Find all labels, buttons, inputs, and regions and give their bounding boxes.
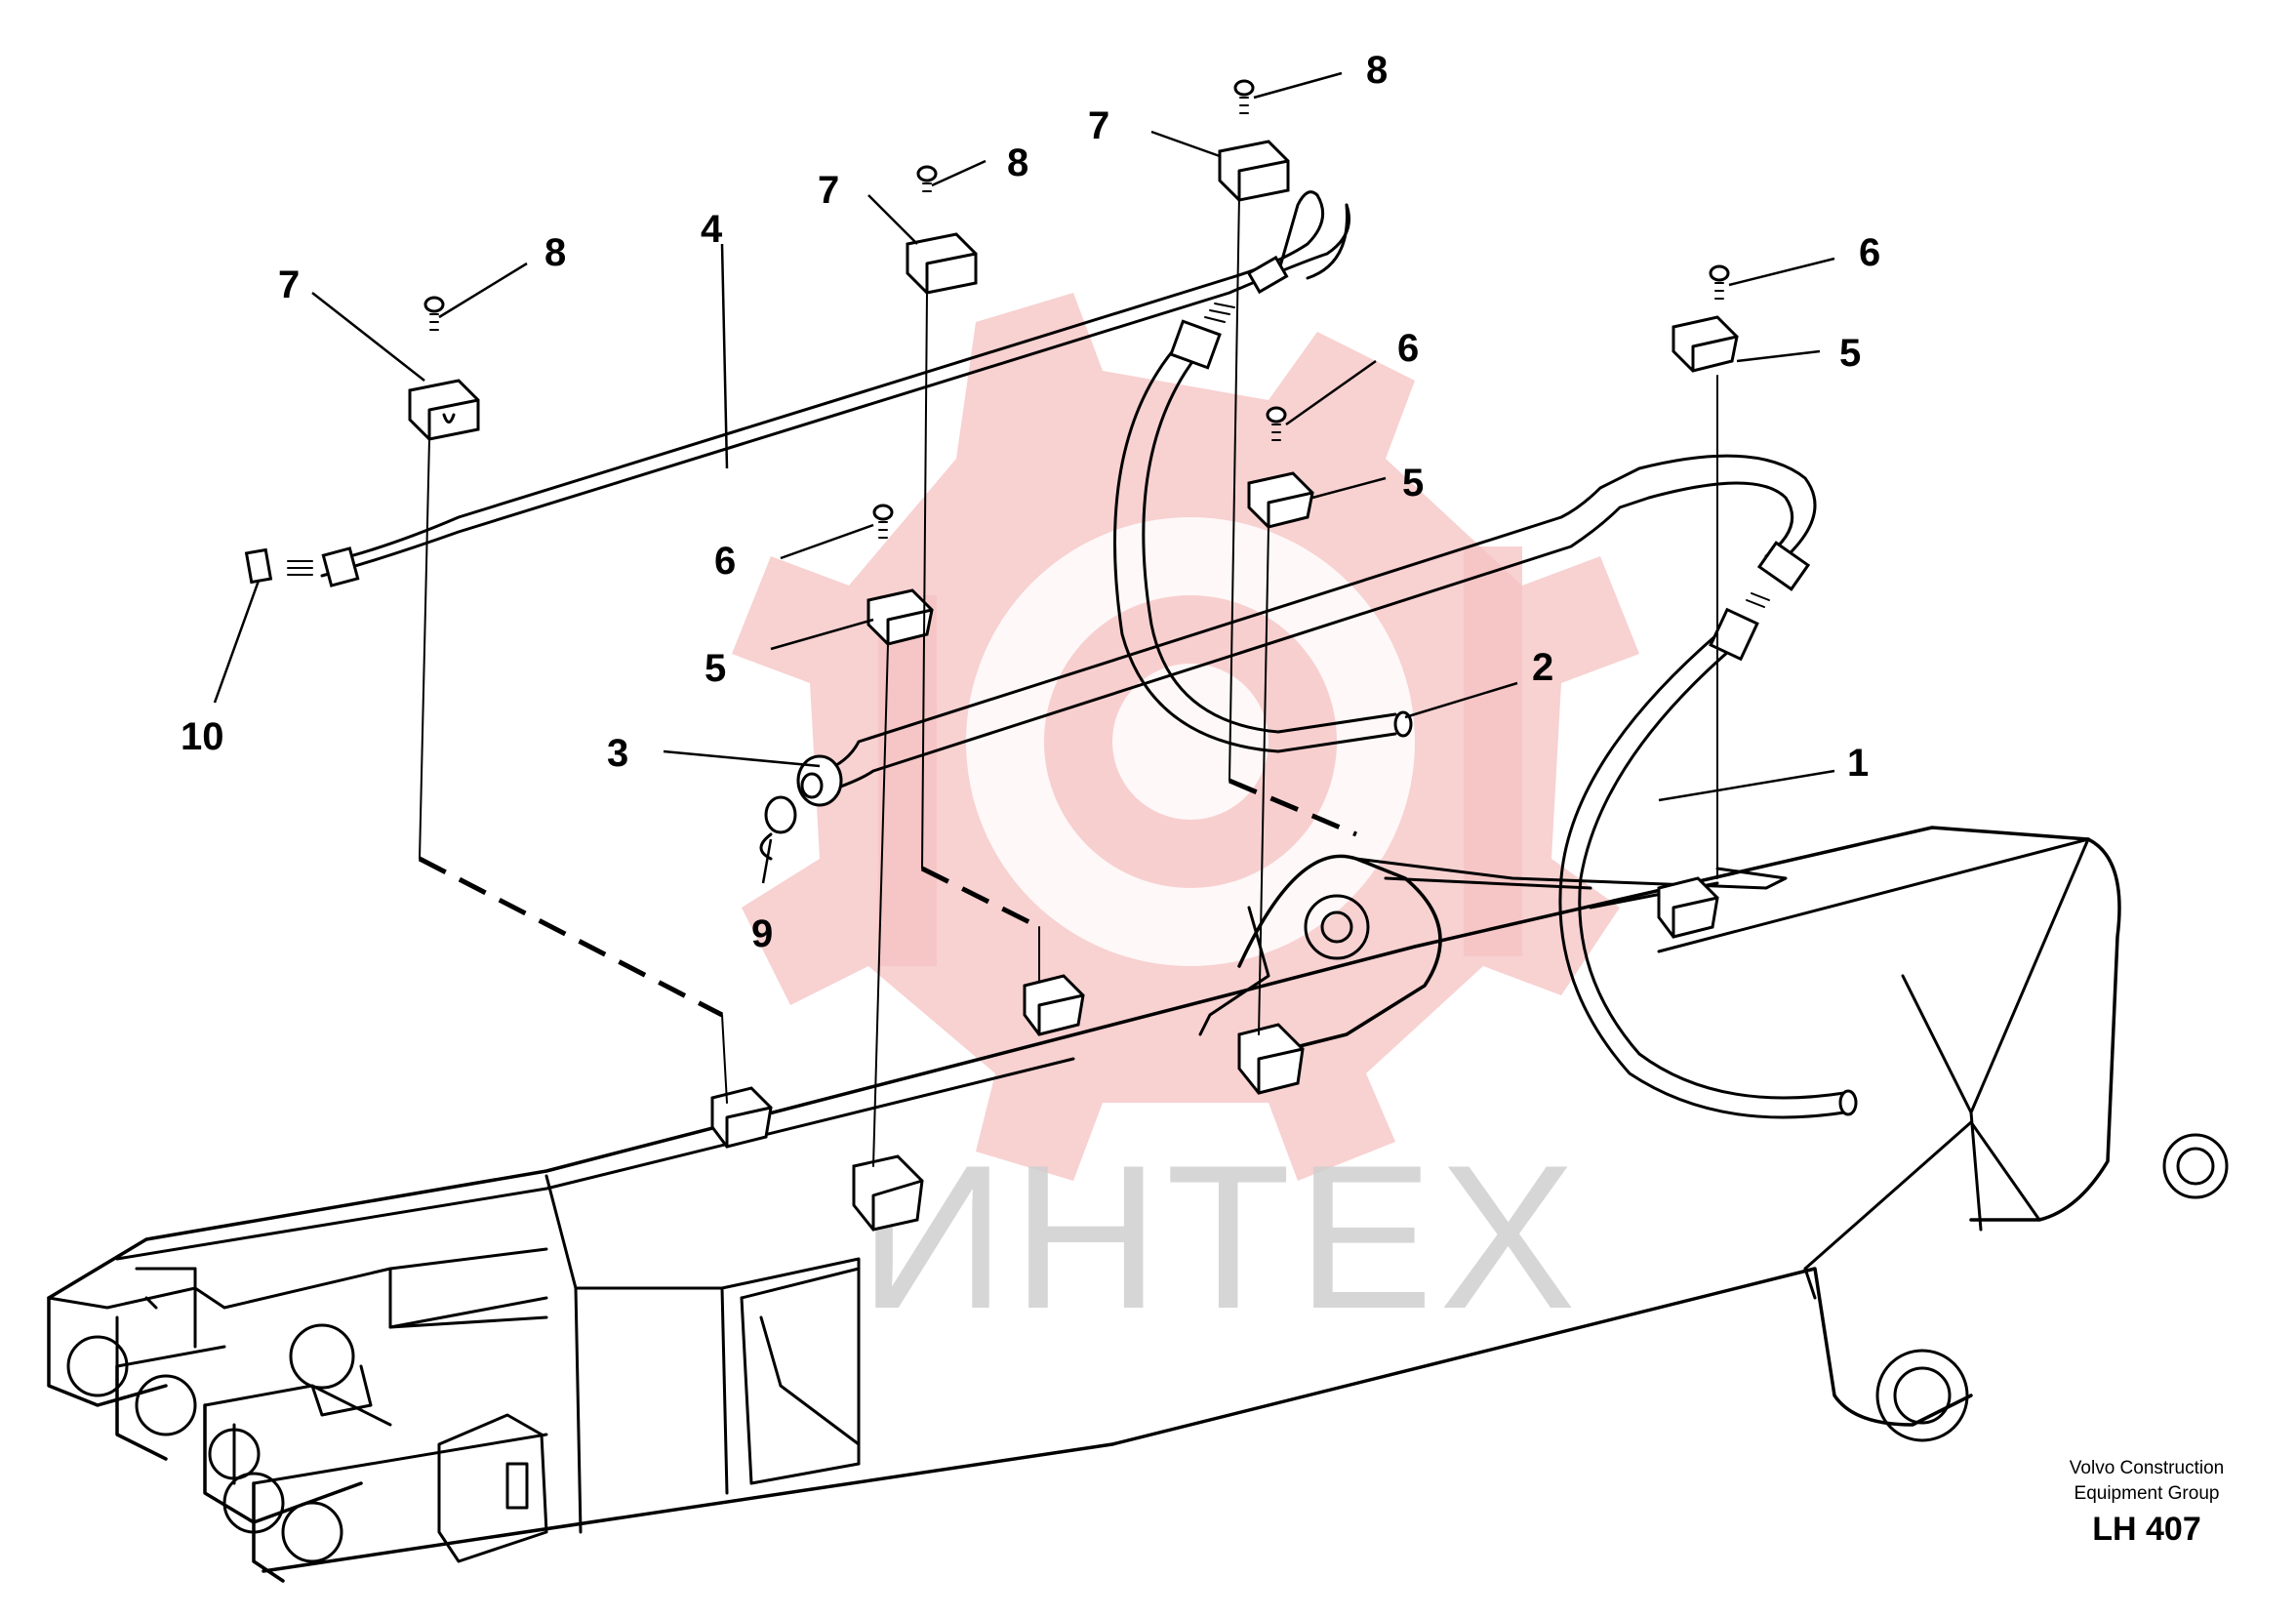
clamp-lower-4 bbox=[1237, 1023, 1305, 1095]
callout-2: 2 bbox=[1532, 646, 1553, 689]
clamp-lower-5 bbox=[1657, 876, 1719, 939]
clamp-7-left bbox=[408, 379, 480, 441]
hose-2 bbox=[1113, 303, 1413, 753]
callout-3: 3 bbox=[607, 732, 628, 775]
watermark-logo-icon bbox=[732, 293, 1639, 1181]
callout-8-mid: 8 bbox=[1007, 141, 1028, 184]
fitting-10 bbox=[244, 546, 360, 587]
boom bbox=[47, 826, 2229, 1583]
screw-6-left bbox=[872, 504, 894, 539]
assembly-lines bbox=[418, 194, 1718, 1167]
callout-9: 9 bbox=[751, 912, 773, 955]
callout-5-center: 5 bbox=[1402, 462, 1424, 505]
callout-8-left: 8 bbox=[544, 231, 566, 274]
leader-lines bbox=[213, 71, 1835, 884]
tube-3 bbox=[823, 454, 1817, 792]
callout-6-center: 6 bbox=[1397, 327, 1419, 370]
clamp-7-top bbox=[1218, 140, 1290, 202]
callout-6-left: 6 bbox=[714, 540, 736, 583]
clamp-5-center bbox=[1247, 471, 1314, 529]
clamp-lower-2 bbox=[1023, 974, 1085, 1036]
clamp-7-mid bbox=[906, 232, 978, 295]
footer-reference: LH 407 bbox=[2092, 1511, 2201, 1548]
footer-credit: Volvo Construction Equipment Group LH 40… bbox=[1991, 1456, 2296, 1549]
clamp-5-right-top bbox=[1672, 315, 1739, 373]
callout-5-right: 5 bbox=[1839, 332, 1861, 375]
callout-7-left: 7 bbox=[278, 263, 300, 306]
screws bbox=[423, 79, 1730, 539]
callout-5-left: 5 bbox=[705, 647, 726, 690]
screw-6-right bbox=[1709, 264, 1730, 300]
screw-8-mid bbox=[916, 165, 938, 192]
clamp-5-left bbox=[866, 588, 934, 646]
callout-labels: 7 8 7 8 7 8 4 6 5 6 5 6 5 2 3 1 9 10 bbox=[181, 49, 1880, 955]
tube-4 bbox=[320, 190, 1350, 578]
callout-6-right: 6 bbox=[1859, 231, 1880, 274]
hose-1 bbox=[1558, 592, 1858, 1119]
screw-8-left bbox=[423, 296, 445, 331]
nut-3 bbox=[796, 754, 843, 807]
callout-7-mid: 7 bbox=[818, 169, 839, 212]
footer-line-2: Equipment Group bbox=[2074, 1483, 2220, 1504]
plug-9 bbox=[759, 795, 797, 861]
watermark-text: ИНТЕХ bbox=[859, 1122, 1582, 1352]
footer-line-1: Volvo Construction bbox=[2069, 1458, 2225, 1478]
callout-10: 10 bbox=[181, 715, 224, 758]
callout-8-top: 8 bbox=[1366, 49, 1388, 92]
clamp-lower-1 bbox=[710, 1086, 773, 1149]
screw-8-top bbox=[1233, 79, 1255, 114]
callout-1: 1 bbox=[1847, 742, 1869, 785]
callout-7-top: 7 bbox=[1088, 104, 1109, 147]
clamps bbox=[408, 140, 1739, 1232]
clamp-lower-3 bbox=[852, 1154, 924, 1232]
callout-4: 4 bbox=[701, 208, 723, 251]
screw-6-center bbox=[1266, 406, 1287, 441]
